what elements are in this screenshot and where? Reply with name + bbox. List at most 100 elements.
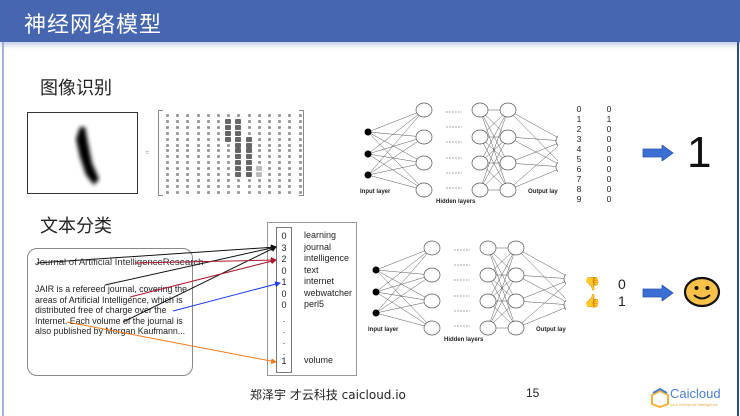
pixel-dark <box>235 160 242 166</box>
pixel-light <box>298 178 302 182</box>
pixel-light <box>206 190 210 194</box>
nn2-edge <box>375 269 433 329</box>
nn1-edge <box>367 136 425 176</box>
one-hot-value: 0 <box>606 164 612 174</box>
pixel-light <box>196 190 200 194</box>
pixel-light <box>206 114 210 117</box>
arrow-internet <box>172 281 281 312</box>
nn2-input-node <box>372 309 380 317</box>
pixel-light <box>217 119 220 123</box>
vocab-word: intelligence <box>304 253 350 263</box>
pixel-light <box>288 190 292 194</box>
one-hot-value: 0 <box>606 194 612 204</box>
pixel-dark <box>235 136 242 142</box>
nn1-edge <box>367 136 425 155</box>
nn1-hidden-node <box>471 182 489 198</box>
pixel-light <box>196 173 200 176</box>
nn2-edge <box>515 247 566 276</box>
pixel-light <box>196 161 200 165</box>
pixel-light <box>298 114 302 117</box>
pixel-light <box>186 149 190 153</box>
pixel-light <box>176 167 180 171</box>
pixel-light <box>176 137 180 141</box>
pixel-light <box>268 178 271 182</box>
pixel-light <box>288 155 292 159</box>
nn2-output-label: Output layer <box>536 327 566 333</box>
nn2-output-node <box>563 299 566 311</box>
pixel-light <box>278 161 282 165</box>
pixel-light <box>176 143 180 147</box>
matrix-right-bracket <box>299 110 304 196</box>
pixel-light <box>268 190 271 194</box>
caicloud-logo: Caicloud your enterprise intelligence <box>650 384 730 412</box>
pixel-light <box>298 161 302 165</box>
pixel-light <box>206 167 210 171</box>
class-label: 4 <box>576 144 582 154</box>
pixel-light <box>166 190 169 194</box>
nn1-edge <box>367 109 425 155</box>
pixel-light <box>196 149 200 153</box>
pixel-light <box>237 178 241 182</box>
arrow-intelligence-1 <box>134 257 277 264</box>
sentiment-value: 1 <box>618 293 626 309</box>
pixel-dark <box>235 166 242 172</box>
pixel-light <box>268 149 271 153</box>
nn2-hidden-node <box>423 240 441 256</box>
nn1-edge <box>507 169 558 191</box>
nn1-hidden-node <box>471 155 489 171</box>
right-border <box>737 42 739 416</box>
pixel-light <box>176 155 180 159</box>
thumbs-up-icon: 👍 <box>584 293 601 308</box>
pixel-light <box>196 137 200 141</box>
pixel-light <box>206 178 210 182</box>
nn1-edge <box>367 153 425 164</box>
nn2-edge <box>375 300 433 314</box>
pixel-light <box>176 161 180 165</box>
nn1-output-node <box>555 135 558 147</box>
pixel-light <box>278 167 282 171</box>
class-label: 5 <box>576 154 582 164</box>
pixel-light <box>278 149 282 153</box>
nn1-hidden-node <box>471 102 489 118</box>
word-count: 1 <box>281 356 287 366</box>
pixel-light <box>227 173 231 176</box>
pixel-light <box>186 155 190 159</box>
pixel-light <box>186 119 190 123</box>
pixel-dark <box>235 172 242 177</box>
word-count: 0 <box>281 265 287 276</box>
vocab-word: journal <box>304 241 332 252</box>
nn2-hidden-node <box>479 320 497 336</box>
pixel-light <box>217 184 220 188</box>
pixel-light <box>217 114 220 117</box>
document-box: Journal of Artificial IntelligenceResear… <box>27 248 203 376</box>
nn1-edge <box>507 109 558 138</box>
nn1-input-node <box>364 128 372 136</box>
word-count: 3 <box>281 242 287 253</box>
logo-text: Caicloud <box>670 386 721 401</box>
nn1-hidden-node <box>499 155 517 171</box>
pixel-light <box>176 190 180 194</box>
pixel-light <box>247 131 251 135</box>
pixel-dark <box>255 172 262 177</box>
nn1-edge <box>507 109 558 162</box>
slide-header: 神经网络模型 <box>0 0 740 42</box>
nn2-hidden-node <box>507 240 525 256</box>
pixel-light <box>247 119 251 123</box>
nn2-edge <box>375 274 433 314</box>
pixel-light <box>278 178 282 182</box>
nn2-edge <box>375 269 433 276</box>
pixel-light <box>278 119 282 123</box>
pixel-light <box>196 114 200 117</box>
document-title: Journal of Artificial IntelligenceResear… <box>35 257 204 268</box>
pixel-dark <box>225 124 232 130</box>
pixel-dark <box>225 118 232 124</box>
pixel-light <box>186 143 190 147</box>
pixel-dark <box>225 136 232 142</box>
pixel-light <box>206 149 210 153</box>
pixel-light <box>257 119 261 123</box>
pixel-light <box>176 173 180 176</box>
pixel-light <box>288 178 292 182</box>
nn2-input-label: Input layer <box>368 327 399 333</box>
